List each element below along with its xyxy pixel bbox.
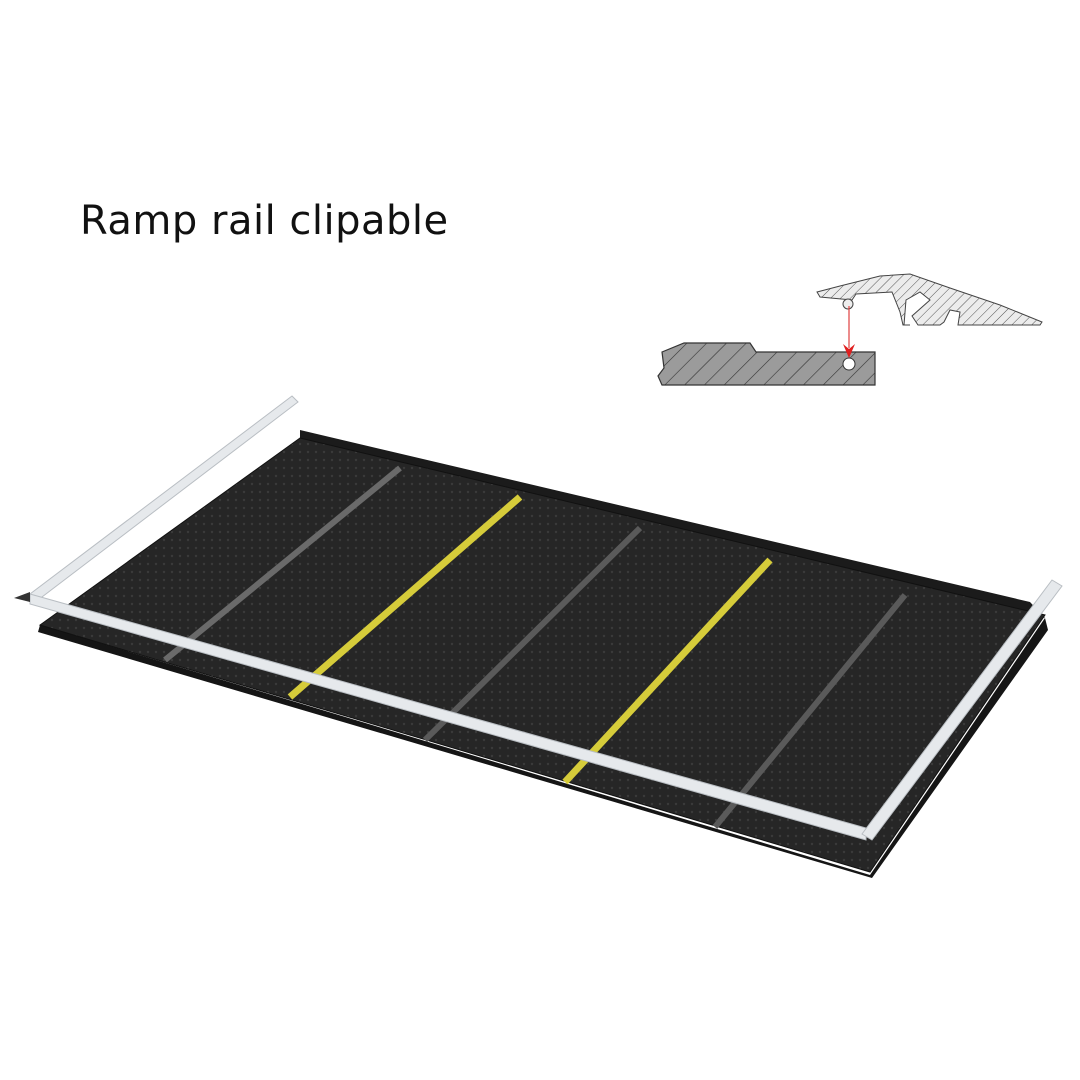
stripe-yellow <box>562 557 773 785</box>
page-title: Ramp rail clipable <box>80 198 449 244</box>
stripe-yellow <box>287 494 523 700</box>
rail-cross-section <box>816 273 1043 326</box>
arrow-icon <box>843 344 855 358</box>
mat-cross-section <box>657 342 876 386</box>
stripe-gray <box>163 465 402 663</box>
stripe-gray <box>712 593 908 829</box>
stripe-gray <box>422 525 643 743</box>
rail-right <box>861 579 1063 841</box>
ramp-mat <box>38 437 1046 873</box>
